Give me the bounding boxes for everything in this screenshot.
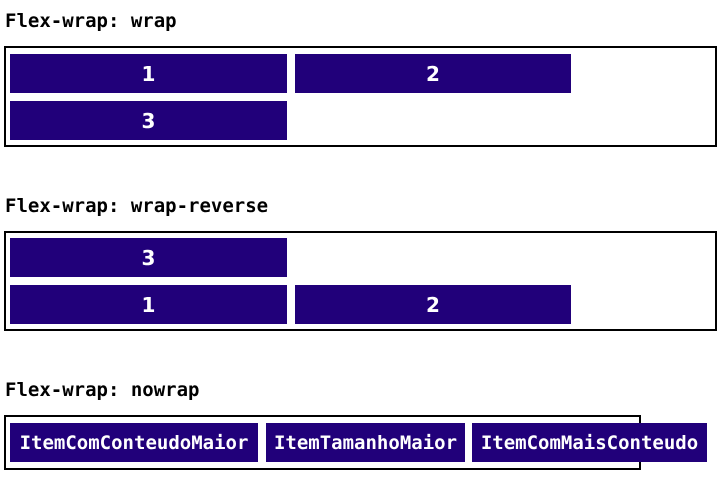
container-flex-nowrap: ItemComConteudoMaior ItemTamanhoMaior It… <box>4 415 707 470</box>
flex-item-mais-conteudo: ItemComMaisConteudo <box>472 423 707 462</box>
heading-flex-wrap-reverse: Flex-wrap: wrap-reverse <box>5 195 269 217</box>
container-flex-wrap: 1 2 3 <box>4 46 717 147</box>
flex-item-1: 1 <box>10 54 287 93</box>
flex-item-conteudo-maior: ItemComConteudoMaior <box>10 423 258 462</box>
container-flex-wrap-reverse: 3 1 2 <box>4 231 717 331</box>
flex-item-1: 1 <box>10 285 287 324</box>
heading-flex-nowrap: Flex-wrap: nowrap <box>5 379 200 401</box>
flex-item-2: 2 <box>295 54 571 93</box>
heading-flex-wrap: Flex-wrap: wrap <box>5 10 177 32</box>
flex-item-2: 2 <box>295 285 571 324</box>
flex-item-3: 3 <box>10 101 287 140</box>
flex-item-3: 3 <box>10 238 287 277</box>
flex-item-tamanho-maior: ItemTamanhoMaior <box>266 423 465 462</box>
